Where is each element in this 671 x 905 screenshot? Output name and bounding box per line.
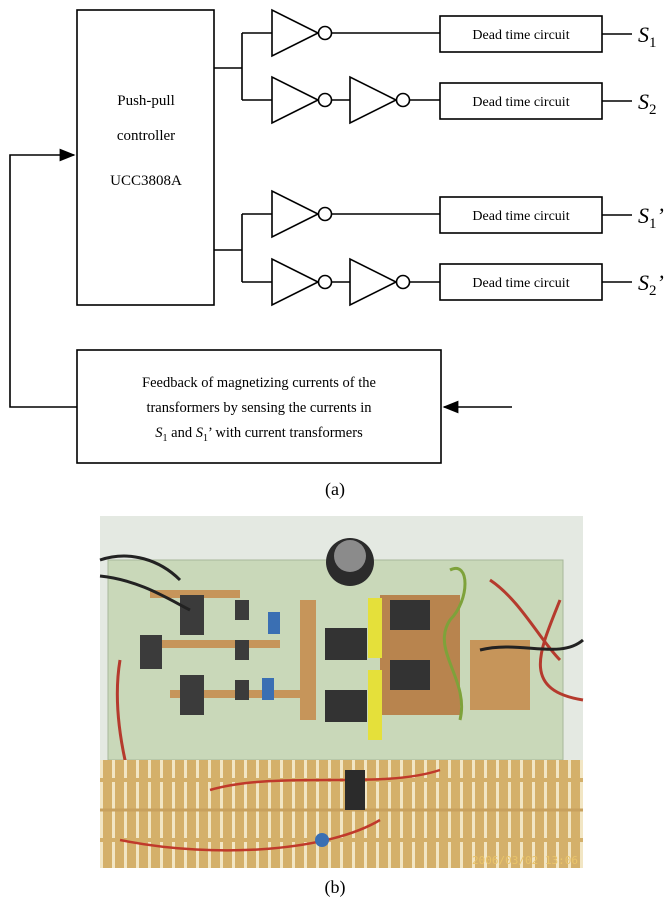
- dead-time-block-1: Dead time circuit: [439, 15, 603, 53]
- prototype-photo: 2006/03/02 13:06: [99, 516, 584, 868]
- dead-time-label: Dead time circuit: [472, 209, 569, 224]
- inverter-bubble: [395, 274, 411, 290]
- inverter-gate: [271, 75, 320, 125]
- inverter-gate: [349, 75, 398, 125]
- inverter-bubble: [395, 92, 411, 108]
- dead-time-label: Dead time circuit: [472, 28, 569, 43]
- dead-time-label: Dead time circuit: [472, 276, 569, 291]
- block-diagram: Push-pull controller UCC3808A: [9, 8, 664, 500]
- inverter-bubble: [317, 206, 333, 222]
- controller-label-line1: Push-pull: [117, 93, 175, 109]
- feedback-return-path: [9, 148, 77, 408]
- controller-label-line3: UCC3808A: [110, 173, 182, 189]
- inverter-bubble: [317, 92, 333, 108]
- inverter-gate: [349, 257, 398, 307]
- perf-red-wire: [209, 768, 441, 792]
- dead-time-block-3: Dead time circuit: [439, 196, 603, 234]
- inverter-gate: [271, 257, 320, 307]
- upper-branch-wires: [214, 32, 272, 101]
- electrolytic-capacitor: [326, 538, 374, 586]
- photo-timestamp: 2006/03/02 13:06: [472, 854, 578, 867]
- inverter-bubble: [317, 274, 333, 290]
- transformers: [325, 600, 430, 722]
- ic-chips: [140, 595, 365, 810]
- output-label-s2: S2: [638, 89, 657, 118]
- lower-branch-wires: [214, 213, 272, 283]
- output-label-s1-prime: S1’: [638, 203, 664, 232]
- panel-a-label: (a): [325, 479, 345, 500]
- inverter-gate: [271, 189, 320, 239]
- inverter-row3: [271, 189, 333, 239]
- controller-label-line2: controller: [117, 128, 175, 144]
- feedback-text-line2: transformers by sensing the currents in: [146, 400, 372, 416]
- inverter-row1: [271, 8, 333, 58]
- dead-time-label: Dead time circuit: [472, 95, 569, 110]
- controller-block: [76, 9, 215, 306]
- blue-capacitors: [262, 612, 280, 700]
- output-wires: [602, 33, 632, 283]
- dead-time-block-2: Dead time circuit: [439, 82, 603, 120]
- perfboard: [100, 760, 583, 868]
- inverter-row2: [271, 75, 411, 125]
- feedback-text-line1: Feedback of magnetizing currents of the: [142, 375, 376, 391]
- yellow-tape: [368, 598, 382, 740]
- inverter-bubble: [317, 25, 333, 41]
- panel-b-label: (b): [325, 877, 346, 898]
- dead-time-block-4: Dead time circuit: [439, 263, 603, 301]
- output-label-s1: S1: [638, 22, 657, 51]
- inverter-row4: [271, 257, 411, 307]
- perf-red-wire-2: [119, 818, 381, 852]
- feedback-text-line3: S1 and S1’ with current transformers: [155, 425, 363, 444]
- output-label-s2-prime: S2’: [638, 270, 664, 299]
- inverter-gate: [271, 8, 320, 58]
- perf-ic: [345, 770, 365, 810]
